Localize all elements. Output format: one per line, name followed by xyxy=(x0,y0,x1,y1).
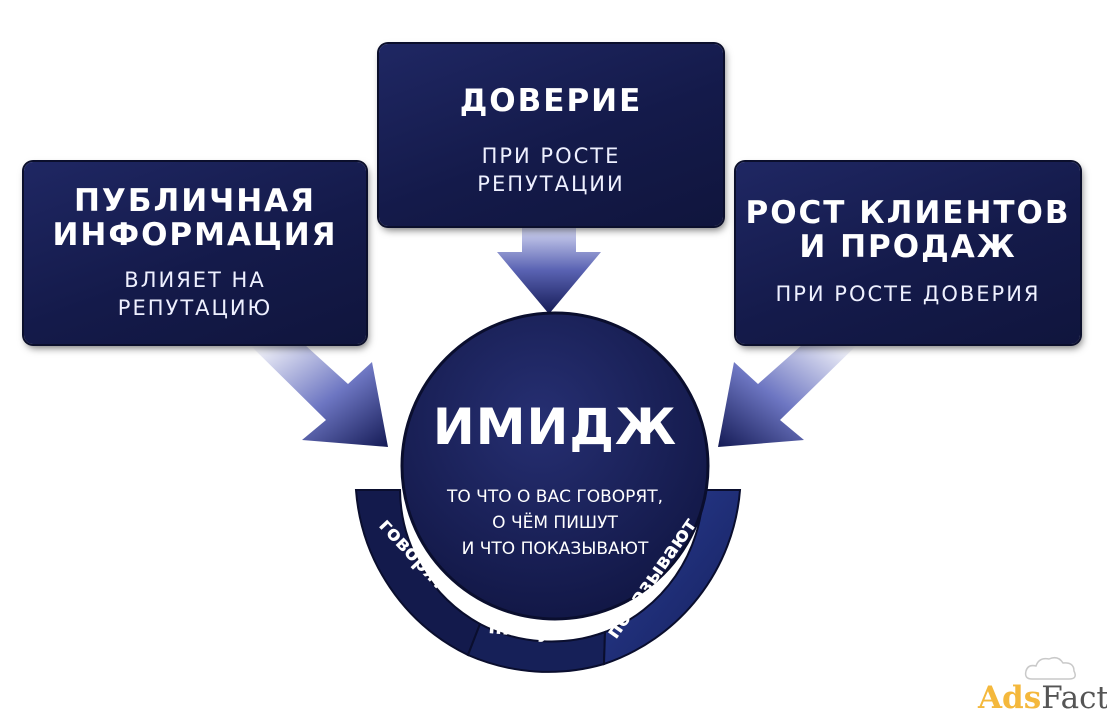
box-sales-growth: РОСТ КЛИЕНТОВ И ПРОДАЖ ПРИ РОСТЕ ДОВЕРИЯ xyxy=(736,162,1080,344)
box-public-info: ПУБЛИЧНАЯ ИНФОРМАЦИЯ ВЛИЯЕТ НА РЕПУТАЦИЮ xyxy=(24,162,366,344)
box-trust-subtitle: ПРИ РОСТЕ РЕПУТАЦИИ xyxy=(477,144,625,196)
arrow-top xyxy=(497,226,601,314)
box-sales-growth-title: РОСТ КЛИЕНТОВ И ПРОДАЖ xyxy=(745,195,1071,265)
arrow-left xyxy=(250,345,388,447)
box-public-info-subtitle: ВЛИЯЕТ НА РЕПУТАЦИЮ xyxy=(117,268,273,320)
box-trust-title: ДОВЕРИЕ xyxy=(459,83,643,119)
box-sales-growth-subtitle: ПРИ РОСТЕ ДОВЕРИЯ xyxy=(775,282,1041,306)
hub-title: ИМИДЖ xyxy=(432,398,678,456)
segment-pokazyvayut xyxy=(602,489,742,666)
hub-subtitle: ТО ЧТО О ВАС ГОВОРЯТ, О ЧЁМ ПИШУТ И ЧТО … xyxy=(447,487,663,559)
cloud-icon xyxy=(1024,656,1076,680)
watermark-logo: AdsFactory xyxy=(978,680,1107,716)
box-trust: ДОВЕРИЕ ПРИ РОСТЕ РЕПУТАЦИИ xyxy=(379,44,723,226)
box-public-info-title: ПУБЛИЧНАЯ ИНФОРМАЦИЯ xyxy=(52,183,338,253)
hub-circle xyxy=(400,311,710,621)
arrow-right xyxy=(718,345,857,447)
